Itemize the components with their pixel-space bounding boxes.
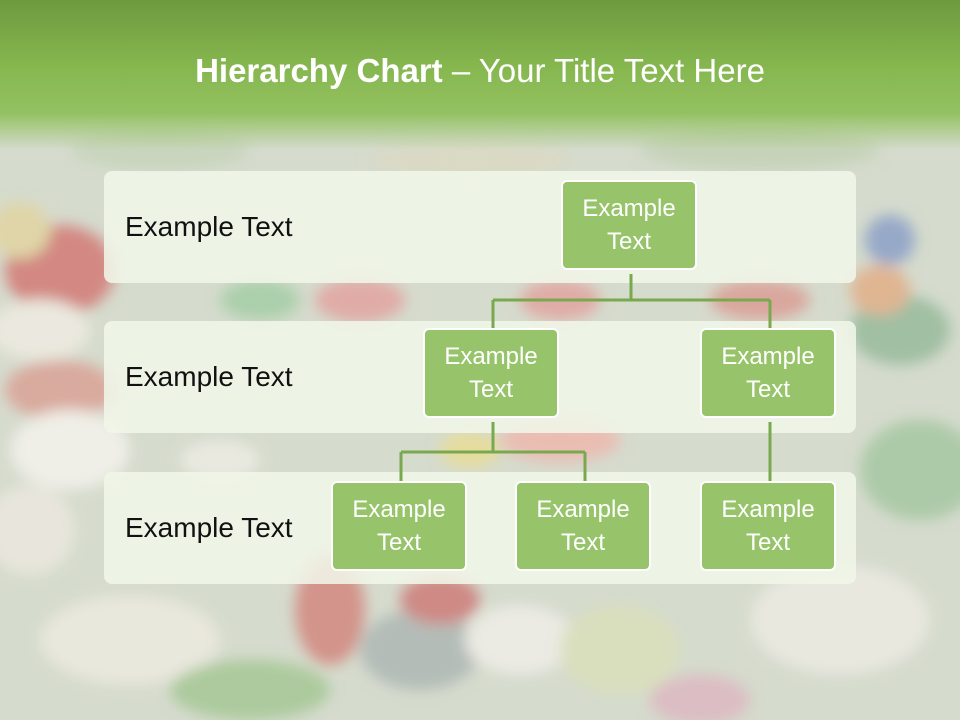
node-level2-left[interactable]: Example Text bbox=[423, 328, 559, 418]
node-level3-a[interactable]: Example Text bbox=[331, 481, 467, 571]
level-label-2: Example Text bbox=[125, 361, 293, 392]
slide-title-bold: Hierarchy Chart bbox=[195, 52, 443, 89]
title-bar bbox=[0, 0, 960, 150]
node-root[interactable]: Example Text bbox=[561, 180, 697, 270]
level-band-1: Example Text bbox=[104, 171, 856, 283]
node-level3-c[interactable]: Example Text bbox=[700, 481, 836, 571]
level-label-3: Example Text bbox=[125, 512, 293, 543]
level-label-1: Example Text bbox=[125, 211, 293, 242]
slide-title: Hierarchy Chart – Your Title Text Here bbox=[0, 52, 960, 90]
node-level3-b[interactable]: Example Text bbox=[515, 481, 651, 571]
node-level2-right[interactable]: Example Text bbox=[700, 328, 836, 418]
slide-title-rest: – Your Title Text Here bbox=[442, 52, 765, 89]
